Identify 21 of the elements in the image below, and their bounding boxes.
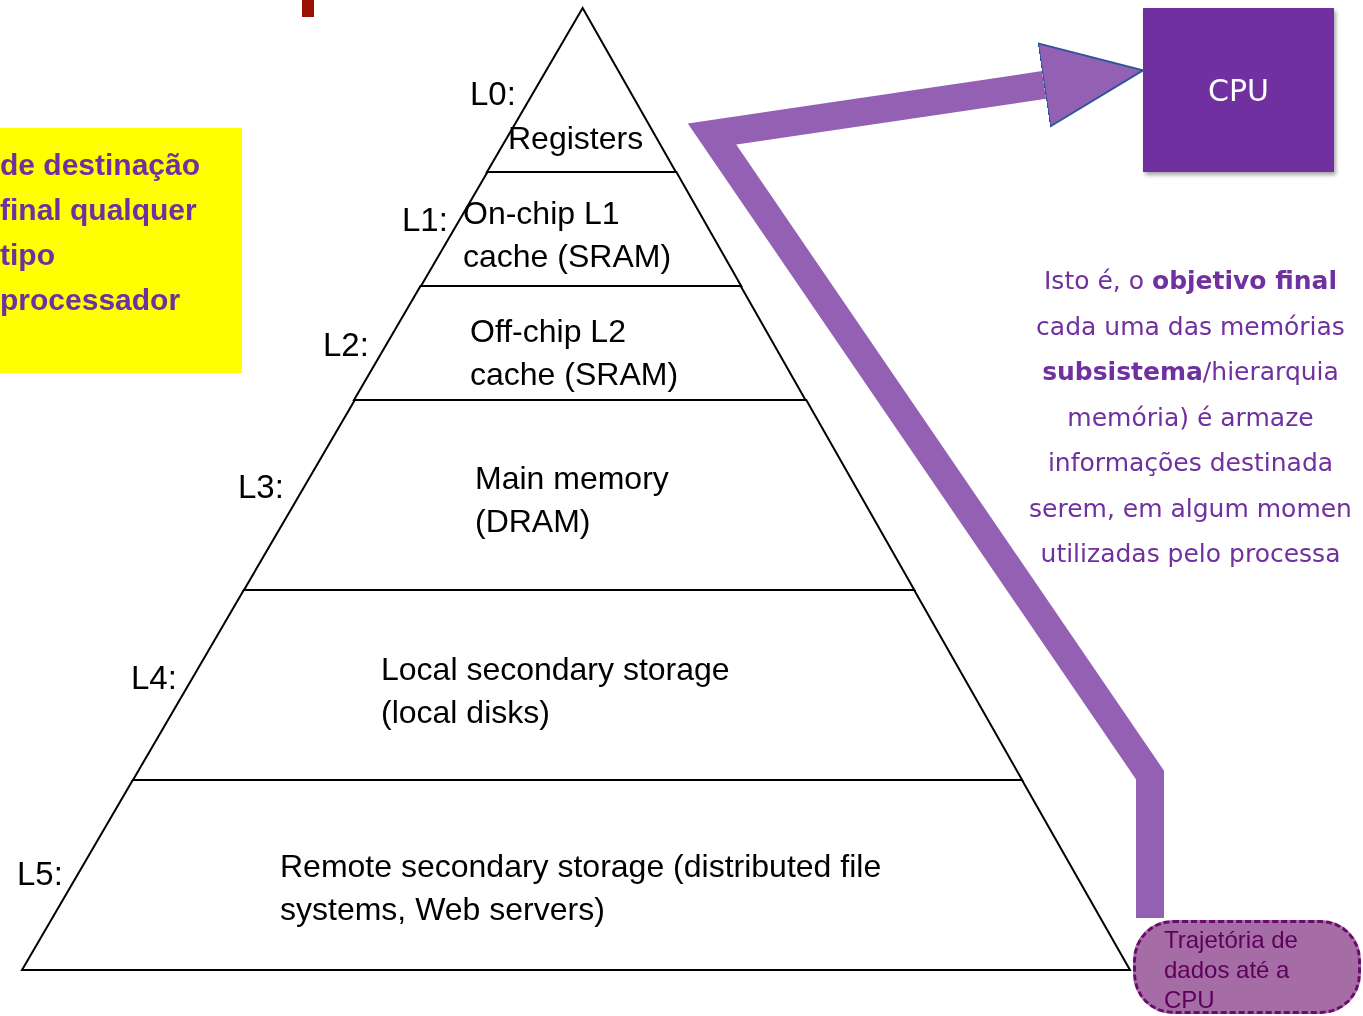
level-text: Remote secondary storage (distributed file systems, Web servers) — [280, 847, 883, 929]
level-text: Local secondary storage (local disks) — [381, 650, 731, 732]
path-arrow — [687, 42, 1164, 918]
level-label: L3: — [238, 468, 284, 506]
level-text: Main memory (DRAM) — [475, 459, 670, 541]
cpu-box — [1143, 8, 1334, 172]
note-box — [0, 128, 242, 373]
note-text: de destinação final qualquer tipo processador — [0, 147, 202, 318]
level-label: L1: — [402, 201, 448, 239]
level-text: Registers — [508, 119, 645, 158]
level-label: L4: — [131, 659, 177, 697]
callout-box — [1133, 920, 1361, 1014]
level-text: On-chip L1 cache (SRAM) — [463, 194, 673, 276]
callout-text: Trajetória de dados até a CPU — [1164, 925, 1299, 1015]
level-label: L2: — [323, 326, 369, 364]
box-label: CPU — [1208, 72, 1269, 108]
level-text: Off-chip L2 cache (SRAM) — [470, 312, 680, 394]
pyramid-level — [132, 590, 1022, 780]
level-label: L5: — [17, 855, 63, 893]
level-label: L0: — [470, 75, 516, 113]
description-text: Isto é, o objetivo final cada uma das memórias subsistema/hierarquia memória) é armaze informações destinada serem, em algum momen utilizadas pelo processa — [1028, 265, 1353, 570]
